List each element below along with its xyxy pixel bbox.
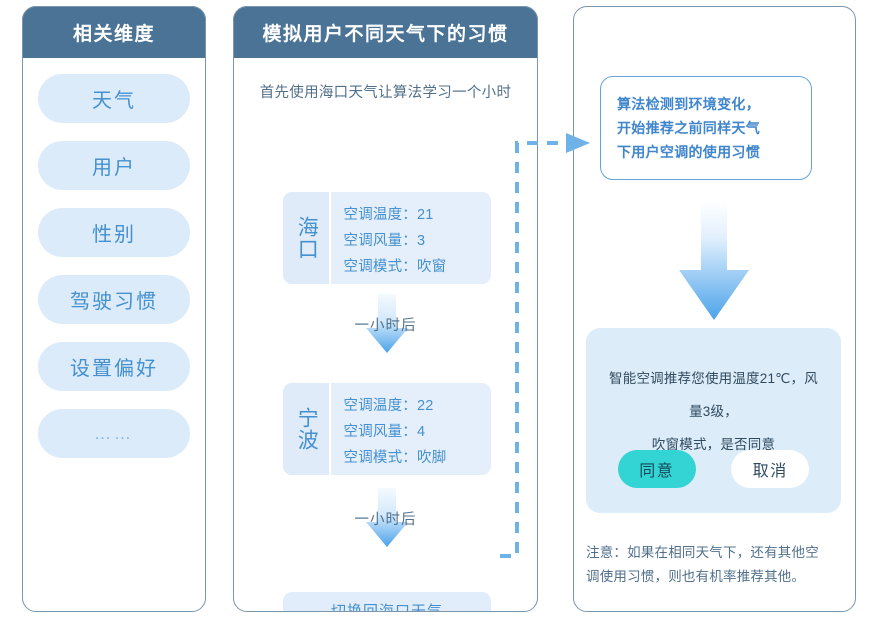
cancel-button-label: 取消 (752, 463, 788, 480)
dialog-line-2: 吹窗模式，是否同意 (651, 437, 776, 453)
note-line-2: 调使用习惯，则也有机率推荐其他。 (586, 568, 806, 584)
middle-panel-title: 模拟用户不同天气下的习惯 (262, 23, 509, 45)
dimension-label: …… (94, 423, 134, 443)
down-arrow-icon (357, 294, 417, 354)
related-dimensions-panel: 相关维度 天气 用户 性别 驾驶习惯 设置偏好 (22, 6, 206, 612)
dialog-line-1: 智能空调推荐您使用温度21℃，风量3级， (609, 371, 818, 420)
agree-button[interactable]: 同意 (617, 450, 696, 488)
attr-mode: 空调模式：吹脚 (343, 450, 447, 466)
city-card-haikou: 海口 空调温度：21 空调风量：3 空调模式：吹窗 (283, 192, 491, 284)
cancel-button[interactable]: 取消 (731, 450, 810, 488)
dimension-item-user[interactable]: 用户 (38, 141, 190, 190)
detect-line-1: 算法检测到环境变化， (617, 95, 760, 112)
left-panel-header: 相关维度 (22, 6, 206, 58)
detect-line-3: 下用户空调的使用习惯 (617, 144, 760, 161)
down-arrow-icon (669, 202, 759, 322)
recommendation-panel: 算法检测到环境变化， 开始推荐之前同样天气 下用户空调的使用习惯 智能空调推荐您… (573, 6, 856, 612)
detect-line-2: 开始推荐之前同样天气 (617, 119, 760, 136)
middle-panel-body: 首先使用海口天气让算法学习一个小时 海口 空调温度：21 空调风量：3 空调模式… (233, 58, 538, 612)
recommendation-dialog: 智能空调推荐您使用温度21℃，风量3级， 吹窗模式，是否同意 同意 取消 (586, 328, 841, 513)
attr-mode: 空调模式：吹窗 (343, 259, 447, 275)
switch-back-weather-box[interactable]: 切换回海口天气 (283, 592, 491, 612)
agree-button-label: 同意 (639, 463, 675, 480)
dimension-item-weather[interactable]: 天气 (38, 74, 190, 123)
dimension-item-driving-habit[interactable]: 驾驶习惯 (38, 275, 190, 324)
dialog-actions: 同意 取消 (586, 450, 841, 488)
card-divider (329, 192, 331, 284)
algorithm-detect-box: 算法检测到环境变化， 开始推荐之前同样天气 下用户空调的使用习惯 (600, 76, 812, 180)
city-name-label: 海口 (283, 192, 329, 284)
attr-temperature: 空调温度：21 (343, 207, 434, 223)
left-panel-body: 天气 用户 性别 驾驶习惯 设置偏好 …… (22, 58, 206, 612)
dimension-item-more[interactable]: …… (38, 409, 190, 458)
city-attributes: 空调温度：21 空调风量：3 空调模式：吹窗 (331, 192, 492, 284)
down-arrow-icon (357, 488, 417, 548)
city-card-ningbo: 宁波 空调温度：22 空调风量：4 空调模式：吹脚 (283, 383, 491, 475)
simulation-intro-text: 首先使用海口天气让算法学习一个小时 (259, 85, 512, 101)
dimension-list: 天气 用户 性别 驾驶习惯 设置偏好 …… (22, 58, 206, 458)
dimension-label: 天气 (92, 90, 136, 112)
dimension-label: 性别 (92, 224, 136, 246)
left-panel-title: 相关维度 (72, 23, 155, 45)
dimension-label: 设置偏好 (70, 358, 158, 380)
dimension-label: 驾驶习惯 (70, 291, 158, 313)
attr-fan-speed: 空调风量：3 (343, 233, 426, 249)
city-attributes: 空调温度：22 空调风量：4 空调模式：吹脚 (331, 383, 492, 475)
simulation-panel: 模拟用户不同天气下的习惯 首先使用海口天气让算法学习一个小时 海口 空调温度：2… (233, 6, 538, 612)
middle-panel-header: 模拟用户不同天气下的习惯 (233, 6, 538, 58)
card-divider (329, 383, 331, 475)
flow-label-one-hour-later-1: 一小时后 (354, 318, 417, 334)
city-name-label: 宁波 (283, 383, 329, 475)
dimension-item-gender[interactable]: 性别 (38, 208, 190, 257)
note-line-1: 注意：如果在相同天气下，还有其他空 (586, 545, 819, 560)
flow-label-one-hour-later-2: 一小时后 (354, 512, 417, 528)
dimension-item-setting-preference[interactable]: 设置偏好 (38, 342, 190, 391)
dimension-label: 用户 (92, 157, 136, 179)
dialog-message: 智能空调推荐您使用温度21℃，风量3级， 吹窗模式，是否同意 (586, 328, 841, 461)
footnote: 注意：如果在相同天气下，还有其他空 调使用习惯，则也有机率推荐其他。 (586, 541, 842, 588)
attr-temperature: 空调温度：22 (343, 398, 434, 414)
attr-fan-speed: 空调风量：4 (343, 424, 426, 440)
switch-back-label: 切换回海口天气 (330, 603, 443, 612)
